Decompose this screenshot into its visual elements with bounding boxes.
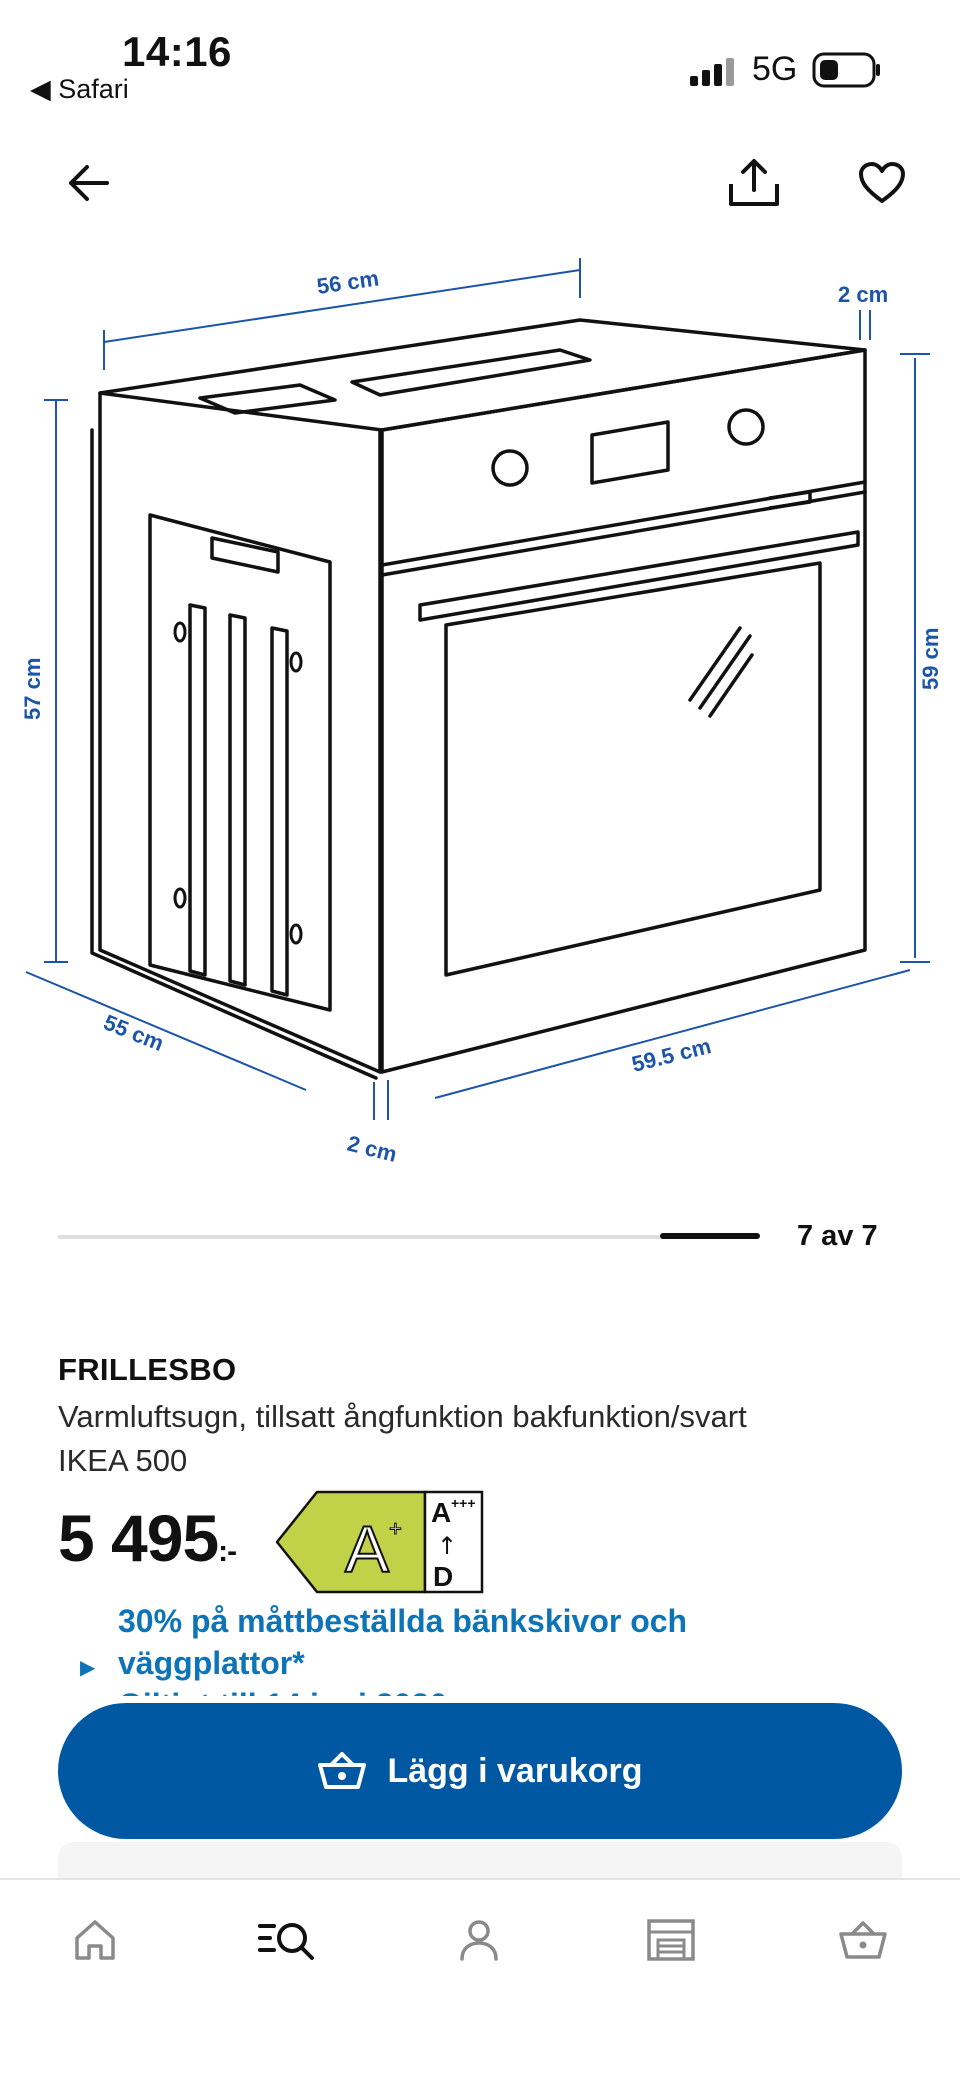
- next-section-peek: [58, 1842, 902, 1882]
- store-icon: [647, 1919, 695, 1961]
- dimension-width-bottom: 59.5 cm: [629, 1033, 713, 1077]
- back-to-safari[interactable]: ◀ Safari: [30, 74, 129, 104]
- gallery-counter: 7 av 7: [797, 1220, 878, 1252]
- profile-icon: [460, 1920, 498, 1961]
- energy-label[interactable]: A + A +++ ↑ D: [275, 1490, 485, 1599]
- tab-bar: [0, 1878, 960, 2083]
- arrow-left-icon: [69, 165, 109, 201]
- price-value: 5 495: [58, 1501, 219, 1575]
- signal-icon: [688, 56, 736, 93]
- gallery-indicator: [660, 1233, 760, 1239]
- favorite-button[interactable]: [842, 143, 922, 223]
- promo-expand-icon[interactable]: ▶: [80, 1657, 96, 1679]
- tab-cart[interactable]: [823, 1900, 903, 1980]
- home-icon: [75, 1920, 115, 1960]
- cart-icon: [318, 1752, 367, 1789]
- product-name: FRILLESBO: [58, 1352, 237, 1387]
- dimension-height-left: 57 cm: [20, 658, 45, 720]
- dimension-width-top: 56 cm: [315, 266, 380, 299]
- energy-class: A: [345, 1512, 389, 1586]
- heart-icon: [859, 162, 905, 203]
- share-button[interactable]: [714, 143, 794, 223]
- energy-scale-top-sup: +++: [451, 1495, 476, 1511]
- product-price: 5 495:-: [58, 1500, 237, 1576]
- product-description: Varmluftsugn, tillsatt ångfunktion bakfu…: [58, 1395, 918, 1483]
- search-icon: [258, 1923, 314, 1960]
- cart-icon: [839, 1921, 887, 1959]
- dimension-front-depth: 2 cm: [838, 282, 888, 307]
- dimension-front-depth-bottom: 2 cm: [345, 1131, 400, 1167]
- energy-scale-top: A: [431, 1497, 451, 1528]
- tab-home[interactable]: [55, 1900, 135, 1980]
- promotion-headline: 30% på måttbeställda bänkskivor och vägg…: [118, 1603, 688, 1681]
- add-to-cart-button[interactable]: Lägg i varukorg: [58, 1703, 902, 1839]
- gallery-track[interactable]: [58, 1235, 758, 1239]
- product-series: IKEA 500: [58, 1443, 188, 1478]
- tab-stores[interactable]: [631, 1900, 711, 1980]
- share-icon: [729, 159, 779, 206]
- product-image[interactable]: 56 cm 2 cm 57 cm 59 cm 55 cm 59.5 cm 2 c…: [0, 250, 960, 1190]
- energy-scale-arrow: ↑: [437, 1532, 457, 1560]
- tab-profile[interactable]: [439, 1900, 519, 1980]
- add-to-cart-label: Lägg i varukorg: [387, 1751, 643, 1790]
- dimension-height-right: 59 cm: [918, 628, 943, 690]
- energy-class-sup: +: [389, 1516, 402, 1541]
- energy-scale-bottom: D: [433, 1561, 453, 1592]
- product-type: Varmluftsugn, tillsatt ångfunktion bakfu…: [58, 1399, 747, 1434]
- network-type: 5G: [752, 50, 798, 88]
- battery-icon: [812, 52, 882, 93]
- tab-search[interactable]: [247, 1900, 327, 1980]
- status-time: 14:16: [122, 28, 232, 75]
- back-button[interactable]: [48, 143, 128, 223]
- price-suffix: :-: [218, 1535, 237, 1568]
